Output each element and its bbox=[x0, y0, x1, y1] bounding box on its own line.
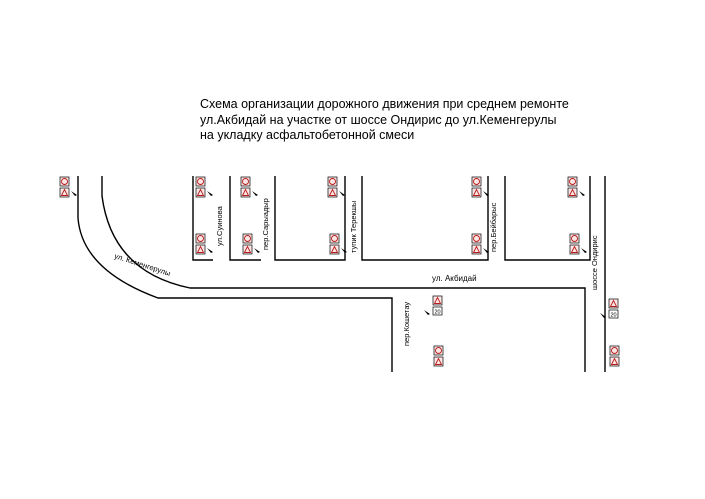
sign-plate bbox=[471, 233, 482, 244]
direction-arrow-icon bbox=[339, 191, 345, 196]
kemengeruly-inner-edge bbox=[101, 176, 586, 372]
speed-limit-icon bbox=[473, 178, 480, 185]
speed-limit-icon bbox=[331, 235, 338, 242]
speed-limit-value: 20 bbox=[434, 310, 440, 316]
sign-plate bbox=[609, 345, 620, 356]
sign-plate bbox=[59, 176, 70, 187]
sign-plate bbox=[608, 309, 619, 319]
sign-plate bbox=[242, 244, 253, 255]
sign-plate bbox=[432, 306, 443, 316]
sign-plate bbox=[567, 187, 578, 198]
block-saryadyr-tereshty bbox=[274, 176, 346, 261]
sign-plate bbox=[195, 244, 206, 255]
direction-arrow-icon bbox=[579, 191, 585, 196]
block-tereshty-beibarys bbox=[361, 176, 489, 261]
direction-arrow-icon bbox=[252, 191, 258, 196]
street-label-beibarys: пер.Бейбарыс bbox=[489, 202, 498, 252]
road-works-icon bbox=[568, 188, 577, 196]
road-works-icon bbox=[243, 245, 252, 253]
street-label-kemengeruly: ул. Кеменгерулы bbox=[113, 251, 171, 278]
sign-plate bbox=[195, 187, 206, 198]
title-line-3: на укладку асфальтобетонной смеси bbox=[200, 128, 415, 142]
sign-plate bbox=[195, 176, 206, 187]
direction-arrow-icon bbox=[424, 310, 430, 315]
direction-arrow-icon bbox=[254, 248, 260, 253]
speed-limit-icon bbox=[244, 235, 251, 242]
sign-plate bbox=[240, 176, 251, 187]
sign-plate bbox=[327, 187, 338, 198]
speed-limit-icon bbox=[197, 178, 204, 185]
direction-arrow-icon bbox=[426, 360, 432, 364]
direction-arrow-icon bbox=[483, 248, 489, 253]
diagram-title: Схема организации дорожного движения при… bbox=[200, 97, 600, 144]
direction-arrow-icon bbox=[207, 191, 213, 196]
road-works-icon bbox=[196, 188, 205, 196]
block-suinova-saryadyr bbox=[229, 176, 261, 261]
direction-arrow-icon bbox=[341, 248, 347, 253]
sign-plate bbox=[242, 233, 253, 244]
block-beibarys-ondiris bbox=[504, 176, 591, 261]
street-label-tereshty: тупик Терекшы bbox=[349, 201, 358, 253]
speed-limit-icon bbox=[197, 235, 204, 242]
street-label-suinova: ул.Суинова bbox=[215, 205, 224, 246]
road-works-icon bbox=[434, 357, 443, 365]
sign-plate bbox=[608, 298, 619, 309]
road-works-icon bbox=[60, 188, 69, 196]
road-works-icon bbox=[241, 188, 250, 196]
sign-plate bbox=[59, 187, 70, 198]
sign-plate bbox=[327, 176, 338, 187]
speed-limit-icon bbox=[435, 347, 442, 354]
speed-limit-value: 20 bbox=[610, 313, 616, 319]
road-works-icon bbox=[330, 245, 339, 253]
road-works-icon bbox=[196, 245, 205, 253]
sign-plate bbox=[433, 356, 444, 367]
title-line-1: Схема организации дорожного движения при… bbox=[200, 97, 569, 111]
block-left bbox=[192, 176, 213, 261]
street-label-koshetau: пер.Кошетау bbox=[402, 302, 411, 346]
sign-plate bbox=[471, 176, 482, 187]
speed-limit-icon bbox=[569, 178, 576, 185]
road-works-icon bbox=[570, 245, 579, 253]
street-label-ondiris: шоссе Ондирис bbox=[590, 235, 599, 290]
sign-plate bbox=[471, 187, 482, 198]
sign-plate bbox=[329, 244, 340, 255]
speed-limit-icon bbox=[611, 347, 618, 354]
sign-plate bbox=[569, 244, 580, 255]
sign-plate bbox=[329, 233, 340, 244]
sign-plate bbox=[195, 233, 206, 244]
direction-arrow-icon bbox=[207, 248, 213, 253]
sign-plate bbox=[432, 295, 443, 306]
road-works-icon bbox=[433, 296, 442, 304]
street-label-saryadyr: пер.Сарыадыр bbox=[261, 198, 270, 250]
speed-limit-icon bbox=[242, 178, 249, 185]
title-line-2: ул.Акбидай на участке от шоссе Ондирис д… bbox=[200, 112, 557, 127]
sign-plate bbox=[433, 345, 444, 356]
direction-arrow-icon bbox=[483, 191, 489, 196]
road-works-icon bbox=[610, 357, 619, 365]
road-works-icon bbox=[609, 299, 618, 307]
direction-arrow-icon bbox=[581, 248, 587, 253]
direction-arrow-icon bbox=[71, 191, 77, 196]
sign-plate bbox=[471, 244, 482, 255]
speed-limit-icon bbox=[329, 178, 336, 185]
sign-plate bbox=[609, 356, 620, 367]
road-works-icon bbox=[472, 245, 481, 253]
speed-limit-icon bbox=[473, 235, 480, 242]
speed-limit-icon bbox=[571, 235, 578, 242]
road-works-icon bbox=[472, 188, 481, 196]
sign-plate bbox=[569, 233, 580, 244]
street-label-akbidai: ул. Акбидай bbox=[432, 274, 477, 283]
sign-plate bbox=[240, 187, 251, 198]
speed-limit-icon bbox=[61, 178, 68, 185]
direction-arrow-icon bbox=[600, 313, 606, 318]
sign-plate bbox=[567, 176, 578, 187]
kemengeruly-outer-edge bbox=[77, 176, 393, 372]
road-works-icon bbox=[328, 188, 337, 196]
